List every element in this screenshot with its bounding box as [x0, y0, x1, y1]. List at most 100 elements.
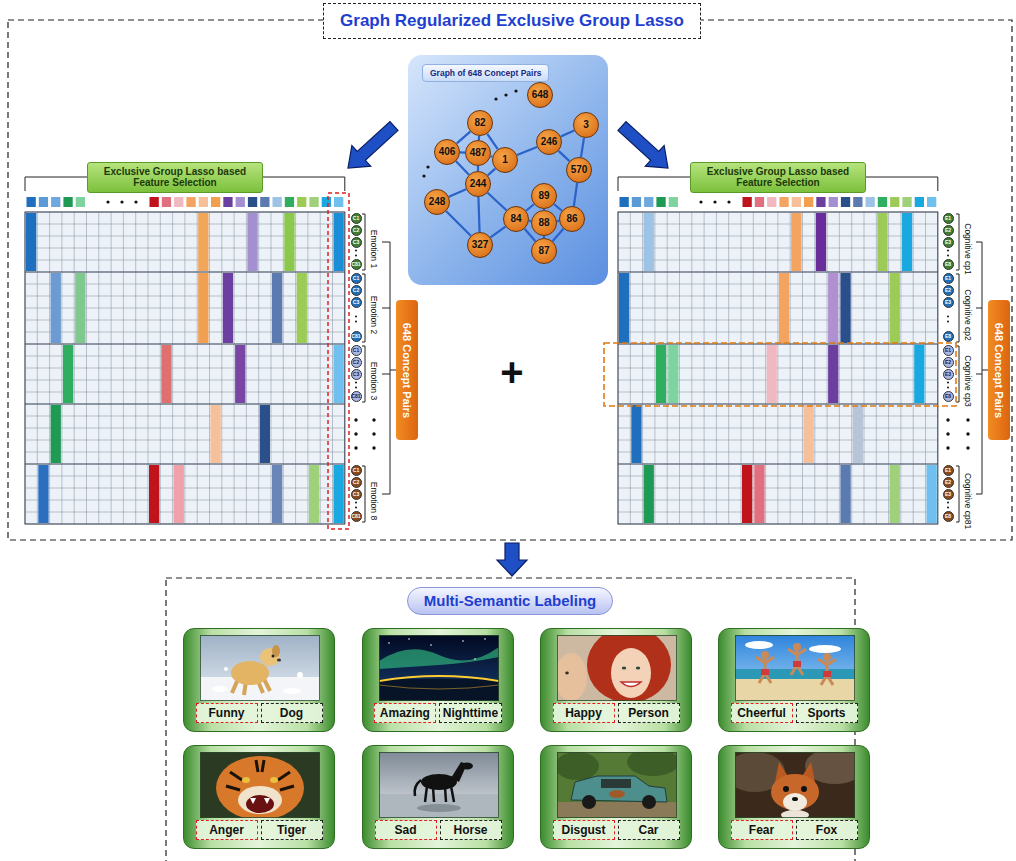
- group-bracket: [956, 274, 959, 342]
- member-circle: C3: [351, 369, 362, 380]
- labeled-image-card: FunnyDog: [183, 628, 335, 732]
- photo-shape: [818, 659, 836, 685]
- grid-line: [618, 428, 938, 429]
- ellipsis-dot: [372, 446, 375, 449]
- grid-line: [25, 404, 345, 405]
- photo-shape: [642, 795, 656, 809]
- selected-feature-bar: [902, 213, 912, 271]
- semantic-tag: Fox: [796, 820, 858, 840]
- feature-swatch: [767, 197, 776, 207]
- ellipsis-dot: [372, 432, 375, 435]
- group-tick: [976, 374, 982, 375]
- selected-feature-bar: [334, 465, 344, 523]
- photo-shape: [408, 638, 410, 640]
- graph-dots: [422, 89, 517, 177]
- photo-shape: [823, 653, 831, 661]
- concept-pair-node: 86: [559, 206, 585, 232]
- feature-swatch: [866, 197, 875, 207]
- panel-heading: Graph of 648 Concept Pairs: [422, 64, 549, 82]
- concept-pair-node: 248: [424, 189, 450, 215]
- feature-swatch: [63, 197, 72, 207]
- photo-shape: [601, 779, 631, 788]
- grid-line: [25, 344, 345, 345]
- ellipsis-dot: [354, 432, 357, 435]
- grid-line: [25, 236, 345, 237]
- group-label: Emotion 3: [370, 362, 379, 400]
- labeled-image-card: SadHorse: [362, 745, 514, 849]
- group-bracket: [956, 466, 959, 522]
- selected-feature-bar: [767, 345, 777, 403]
- graph-edge: [446, 211, 471, 236]
- group-separator: [618, 404, 938, 405]
- ellipsis-dot: [426, 165, 429, 168]
- member-circle: C1: [351, 273, 362, 284]
- ellipsis-dot: [727, 200, 730, 203]
- photo: [735, 635, 855, 701]
- selected-feature-bar: [890, 273, 900, 343]
- ellipsis-dot: [134, 200, 137, 203]
- selected-feature-bar: [63, 345, 73, 403]
- selected-feature-bar: [174, 465, 184, 523]
- concept-pair-node: 89: [531, 183, 557, 209]
- member-id: C3: [353, 300, 359, 305]
- member-id: E2: [945, 360, 951, 365]
- feature-swatch: [248, 197, 257, 207]
- member-id: C81: [351, 394, 360, 399]
- method-label: Exclusive Group Lasso based Feature Sele…: [690, 162, 866, 193]
- photo-shape: [272, 645, 280, 657]
- photo-border: [380, 753, 499, 818]
- photo: [200, 635, 320, 701]
- method-text: Exclusive Group Lasso based Feature Sele…: [96, 166, 254, 189]
- grid-line: [25, 500, 345, 501]
- ellipsis-dot: [120, 200, 123, 203]
- member-circle: C2: [351, 285, 362, 296]
- feature-swatch: [322, 197, 331, 207]
- selected-feature-bar: [38, 465, 48, 523]
- photo-shape: [277, 659, 281, 662]
- semantic-tag: Sad: [375, 820, 437, 840]
- graph-edge: [491, 227, 506, 238]
- feature-swatch: [223, 197, 232, 207]
- feature-swatch: [186, 197, 195, 207]
- concept-pair-node: 1: [492, 147, 518, 173]
- member-id: E2: [945, 480, 951, 485]
- group-tick: [976, 242, 982, 243]
- selected-feature-bar: [914, 345, 924, 403]
- semantic-tag: Dog: [261, 703, 323, 723]
- grid-line: [25, 272, 345, 273]
- group-tick: [976, 494, 982, 495]
- member-id: E1: [945, 348, 951, 353]
- photo-border: [558, 636, 677, 701]
- photo: [200, 752, 320, 818]
- group-bracket: [362, 214, 365, 270]
- section-heading-box: Multi-Semantic Labeling: [407, 587, 614, 615]
- photo-shape: [788, 649, 806, 675]
- member-circle: E2: [943, 285, 954, 296]
- highlight-rows: [604, 343, 956, 406]
- photo-border: [736, 753, 855, 818]
- grid-line: [25, 512, 345, 513]
- member-circle: C81: [351, 391, 362, 402]
- selected-feature-bar: [309, 465, 319, 523]
- group-separator: [25, 404, 345, 405]
- photo-shape: [823, 671, 831, 677]
- section-heading: Multi-Semantic Labeling: [424, 592, 597, 609]
- labeled-image-card: AngerTiger: [183, 745, 335, 849]
- group-label: Emotion 1: [370, 230, 379, 268]
- selected-feature-bar: [247, 213, 257, 271]
- feature-swatch: [902, 197, 911, 207]
- member-circle: E2: [943, 477, 954, 488]
- graph-edge: [561, 130, 574, 136]
- feature-swatch: [792, 197, 801, 207]
- photo-shape: [379, 676, 499, 681]
- graph-edge: [457, 132, 470, 144]
- graph-panel: Graph of 648 Concept Pairs64882324640648…: [408, 55, 608, 285]
- group-label: Cognitive cp2: [964, 289, 973, 341]
- node-number: 84: [510, 214, 521, 224]
- graph-edge: [554, 204, 562, 210]
- ellipsis-dot: [106, 200, 109, 203]
- ellipsis-dot: [355, 255, 357, 257]
- selected-feature-bar: [334, 213, 344, 271]
- semantic-tag: Funny: [196, 703, 258, 723]
- semantic-tag: Nighttime: [439, 703, 502, 723]
